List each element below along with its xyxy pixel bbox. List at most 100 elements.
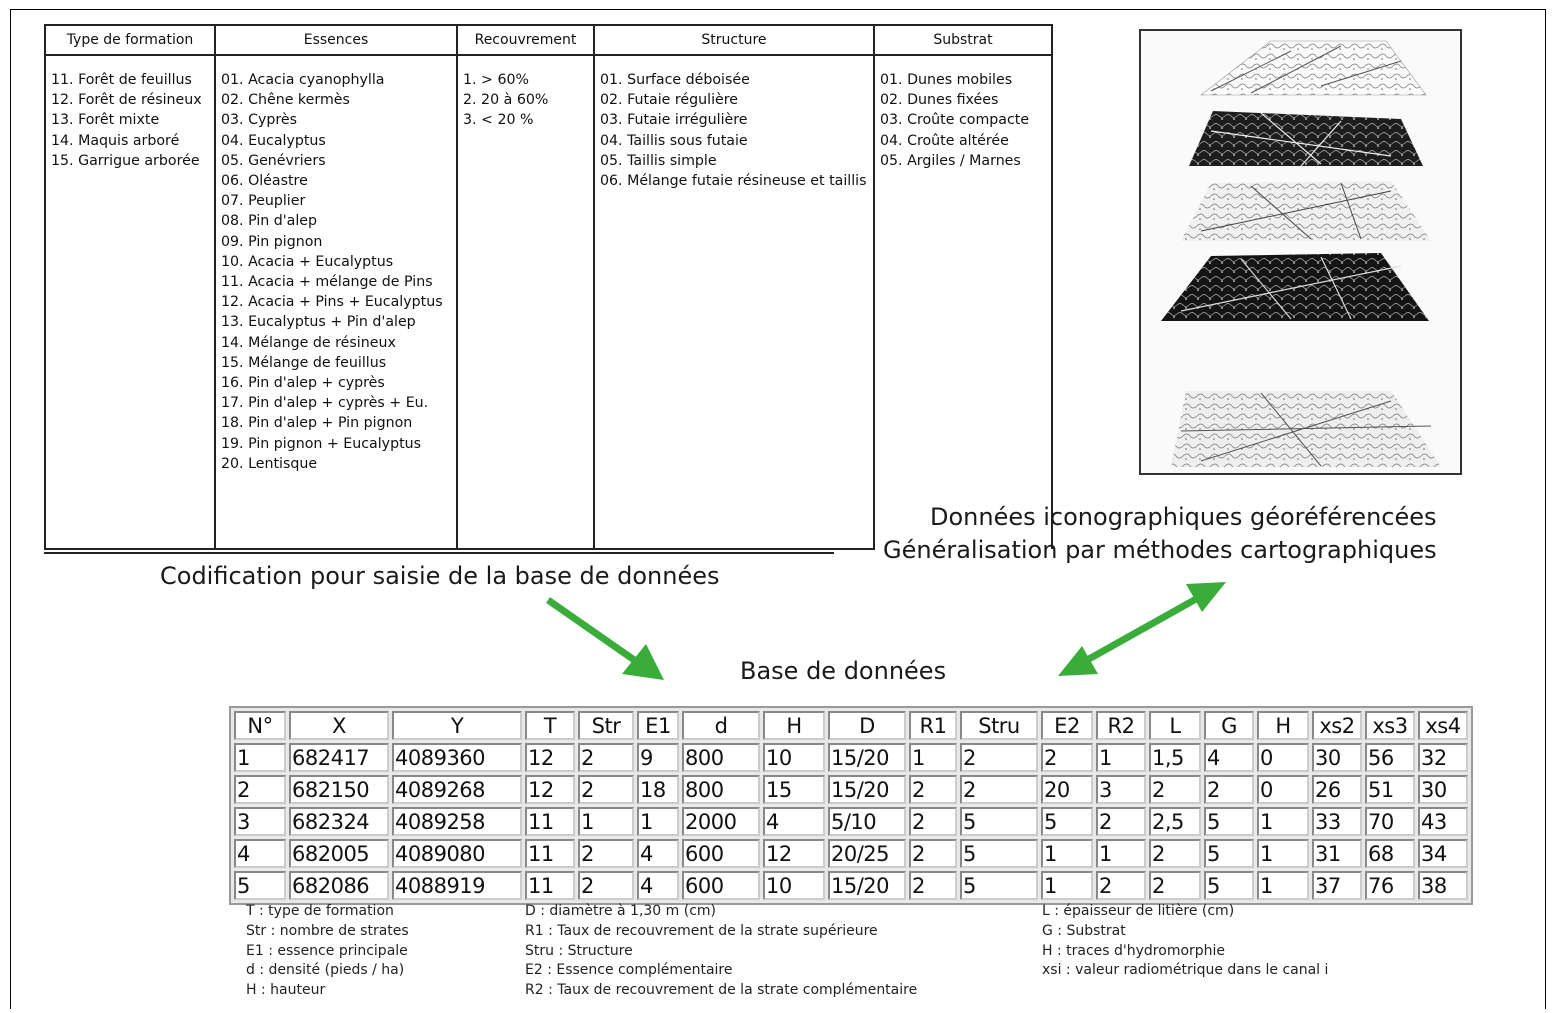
db-header-cell: L bbox=[1149, 711, 1201, 740]
db-header-cell: xs4 bbox=[1418, 711, 1468, 740]
db-cell: 5 bbox=[960, 807, 1038, 836]
list-item: 05. Taillis simple bbox=[600, 152, 717, 169]
db-cell: 5 bbox=[234, 871, 286, 900]
db-cell: 4089268 bbox=[392, 775, 522, 804]
list-item: 06. Oléastre bbox=[221, 173, 308, 190]
db-header-cell: R1 bbox=[909, 711, 957, 740]
db-cell: 2 bbox=[578, 839, 634, 868]
db-cell: 43 bbox=[1418, 807, 1468, 836]
list-item: 03. Croûte compacte bbox=[880, 112, 1030, 129]
list-item: 01. Surface déboisée bbox=[600, 72, 750, 88]
db-cell: 56 bbox=[1365, 743, 1415, 772]
db-header-cell: R2 bbox=[1096, 711, 1146, 740]
db-cell: 26 bbox=[1312, 775, 1362, 804]
list-item: L : épaisseur de litière (cm) bbox=[1042, 903, 1235, 919]
db-cell: 2 bbox=[1149, 775, 1201, 804]
list-item: 05. Argiles / Marnes bbox=[880, 152, 1021, 169]
db-cell: 51 bbox=[1365, 775, 1415, 804]
list-item: 3. < 20 % bbox=[463, 112, 534, 129]
list-item: 2. 20 à 60% bbox=[463, 92, 549, 109]
db-cell: 600 bbox=[682, 871, 760, 900]
db-cell: 682150 bbox=[289, 775, 389, 804]
list-item: 08. Pin d'alep bbox=[221, 213, 318, 230]
db-header-cell: E1 bbox=[637, 711, 679, 740]
db-cell: 2,5 bbox=[1149, 807, 1201, 836]
list-item: 04. Taillis sous futaie bbox=[600, 132, 748, 149]
db-cell: 38 bbox=[1418, 871, 1468, 900]
db-cell: 1 bbox=[909, 743, 957, 772]
db-cell: 12 bbox=[763, 839, 825, 868]
list-item: 16. Pin d'alep + cyprès bbox=[221, 375, 385, 392]
list-item: 09. Pin pignon bbox=[221, 233, 323, 250]
db-cell: 2 bbox=[578, 871, 634, 900]
db-cell: 4089258 bbox=[392, 807, 522, 836]
list-item: 04. Croûte altérée bbox=[880, 132, 1009, 149]
db-header-cell: Str bbox=[578, 711, 634, 740]
db-cell: 800 bbox=[682, 743, 760, 772]
db-cell: 34 bbox=[1418, 839, 1468, 868]
db-cell: 600 bbox=[682, 839, 760, 868]
coding-table: Type de formation Essences Recouvrement … bbox=[44, 24, 1053, 550]
list-item: 18. Pin d'alep + Pin pignon bbox=[221, 415, 413, 432]
list-item: T : type de formation bbox=[246, 903, 394, 919]
db-cell: 30 bbox=[1312, 743, 1362, 772]
db-cell: 4 bbox=[1204, 743, 1254, 772]
db-cell: 10 bbox=[763, 871, 825, 900]
db-cell: 12 bbox=[525, 743, 575, 772]
list-item: 07. Peuplier bbox=[221, 193, 306, 210]
db-cell: 68 bbox=[1365, 839, 1415, 868]
db-cell: 2 bbox=[909, 871, 957, 900]
db-cell: 2 bbox=[578, 743, 634, 772]
db-cell: 0 bbox=[1257, 743, 1309, 772]
db-cell: 2 bbox=[960, 775, 1038, 804]
db-header-cell: T bbox=[525, 711, 575, 740]
db-cell: 682324 bbox=[289, 807, 389, 836]
list-item: 02. Chêne kermès bbox=[221, 92, 350, 109]
list-item: 14. Maquis arboré bbox=[51, 132, 180, 149]
header-essences: Essences bbox=[214, 24, 458, 56]
header-type-formation: Type de formation bbox=[44, 24, 216, 56]
db-cell: 1 bbox=[234, 743, 286, 772]
db-header-cell: xs2 bbox=[1312, 711, 1362, 740]
db-cell: 4 bbox=[234, 839, 286, 868]
db-cell: 1,5 bbox=[1149, 743, 1201, 772]
db-cell: 2000 bbox=[682, 807, 760, 836]
list-item: 06. Mélange futaie résineuse et taillis bbox=[600, 173, 867, 190]
db-cell: 1 bbox=[1041, 839, 1093, 868]
db-cell: 31 bbox=[1312, 839, 1362, 868]
db-cell: 18 bbox=[637, 775, 679, 804]
db-cell: 682417 bbox=[289, 743, 389, 772]
list-item: 11. Forêt de feuillus bbox=[51, 72, 192, 88]
legend-column-2: D : diamètre à 1,30 m (cm)R1 : Taux de r… bbox=[525, 902, 917, 1001]
db-header-cell: H bbox=[1257, 711, 1309, 740]
db-cell: 3 bbox=[1096, 775, 1146, 804]
list-item: 1. > 60% bbox=[463, 72, 529, 88]
db-cell: 2 bbox=[1096, 807, 1146, 836]
list-item: Str : nombre de strates bbox=[246, 922, 409, 939]
db-cell: 2 bbox=[1096, 871, 1146, 900]
db-cell: 20/25 bbox=[828, 839, 906, 868]
db-cell: 5 bbox=[960, 839, 1038, 868]
db-cell: 15/20 bbox=[828, 743, 906, 772]
list-item: 02. Futaie régulière bbox=[600, 92, 738, 109]
db-cell: 76 bbox=[1365, 871, 1415, 900]
list-item: 20. Lentisque bbox=[221, 455, 318, 472]
db-cell: 30 bbox=[1418, 775, 1468, 804]
header-recouvrement: Recouvrement bbox=[456, 24, 595, 56]
db-cell: 5 bbox=[960, 871, 1038, 900]
db-header-cell: D bbox=[828, 711, 906, 740]
list-item: 12. Acacia + Pins + Eucalyptus bbox=[221, 294, 443, 311]
db-cell: 1 bbox=[1096, 743, 1146, 772]
db-cell: 800 bbox=[682, 775, 760, 804]
db-header-cell: E2 bbox=[1041, 711, 1093, 740]
db-cell: 33 bbox=[1312, 807, 1362, 836]
georeferenced-map-image bbox=[1139, 29, 1462, 475]
db-cell: 70 bbox=[1365, 807, 1415, 836]
db-cell: 2 bbox=[234, 775, 286, 804]
list-item: 02. Dunes fixées bbox=[880, 92, 999, 109]
list-item: 04. Eucalyptus bbox=[221, 132, 326, 149]
